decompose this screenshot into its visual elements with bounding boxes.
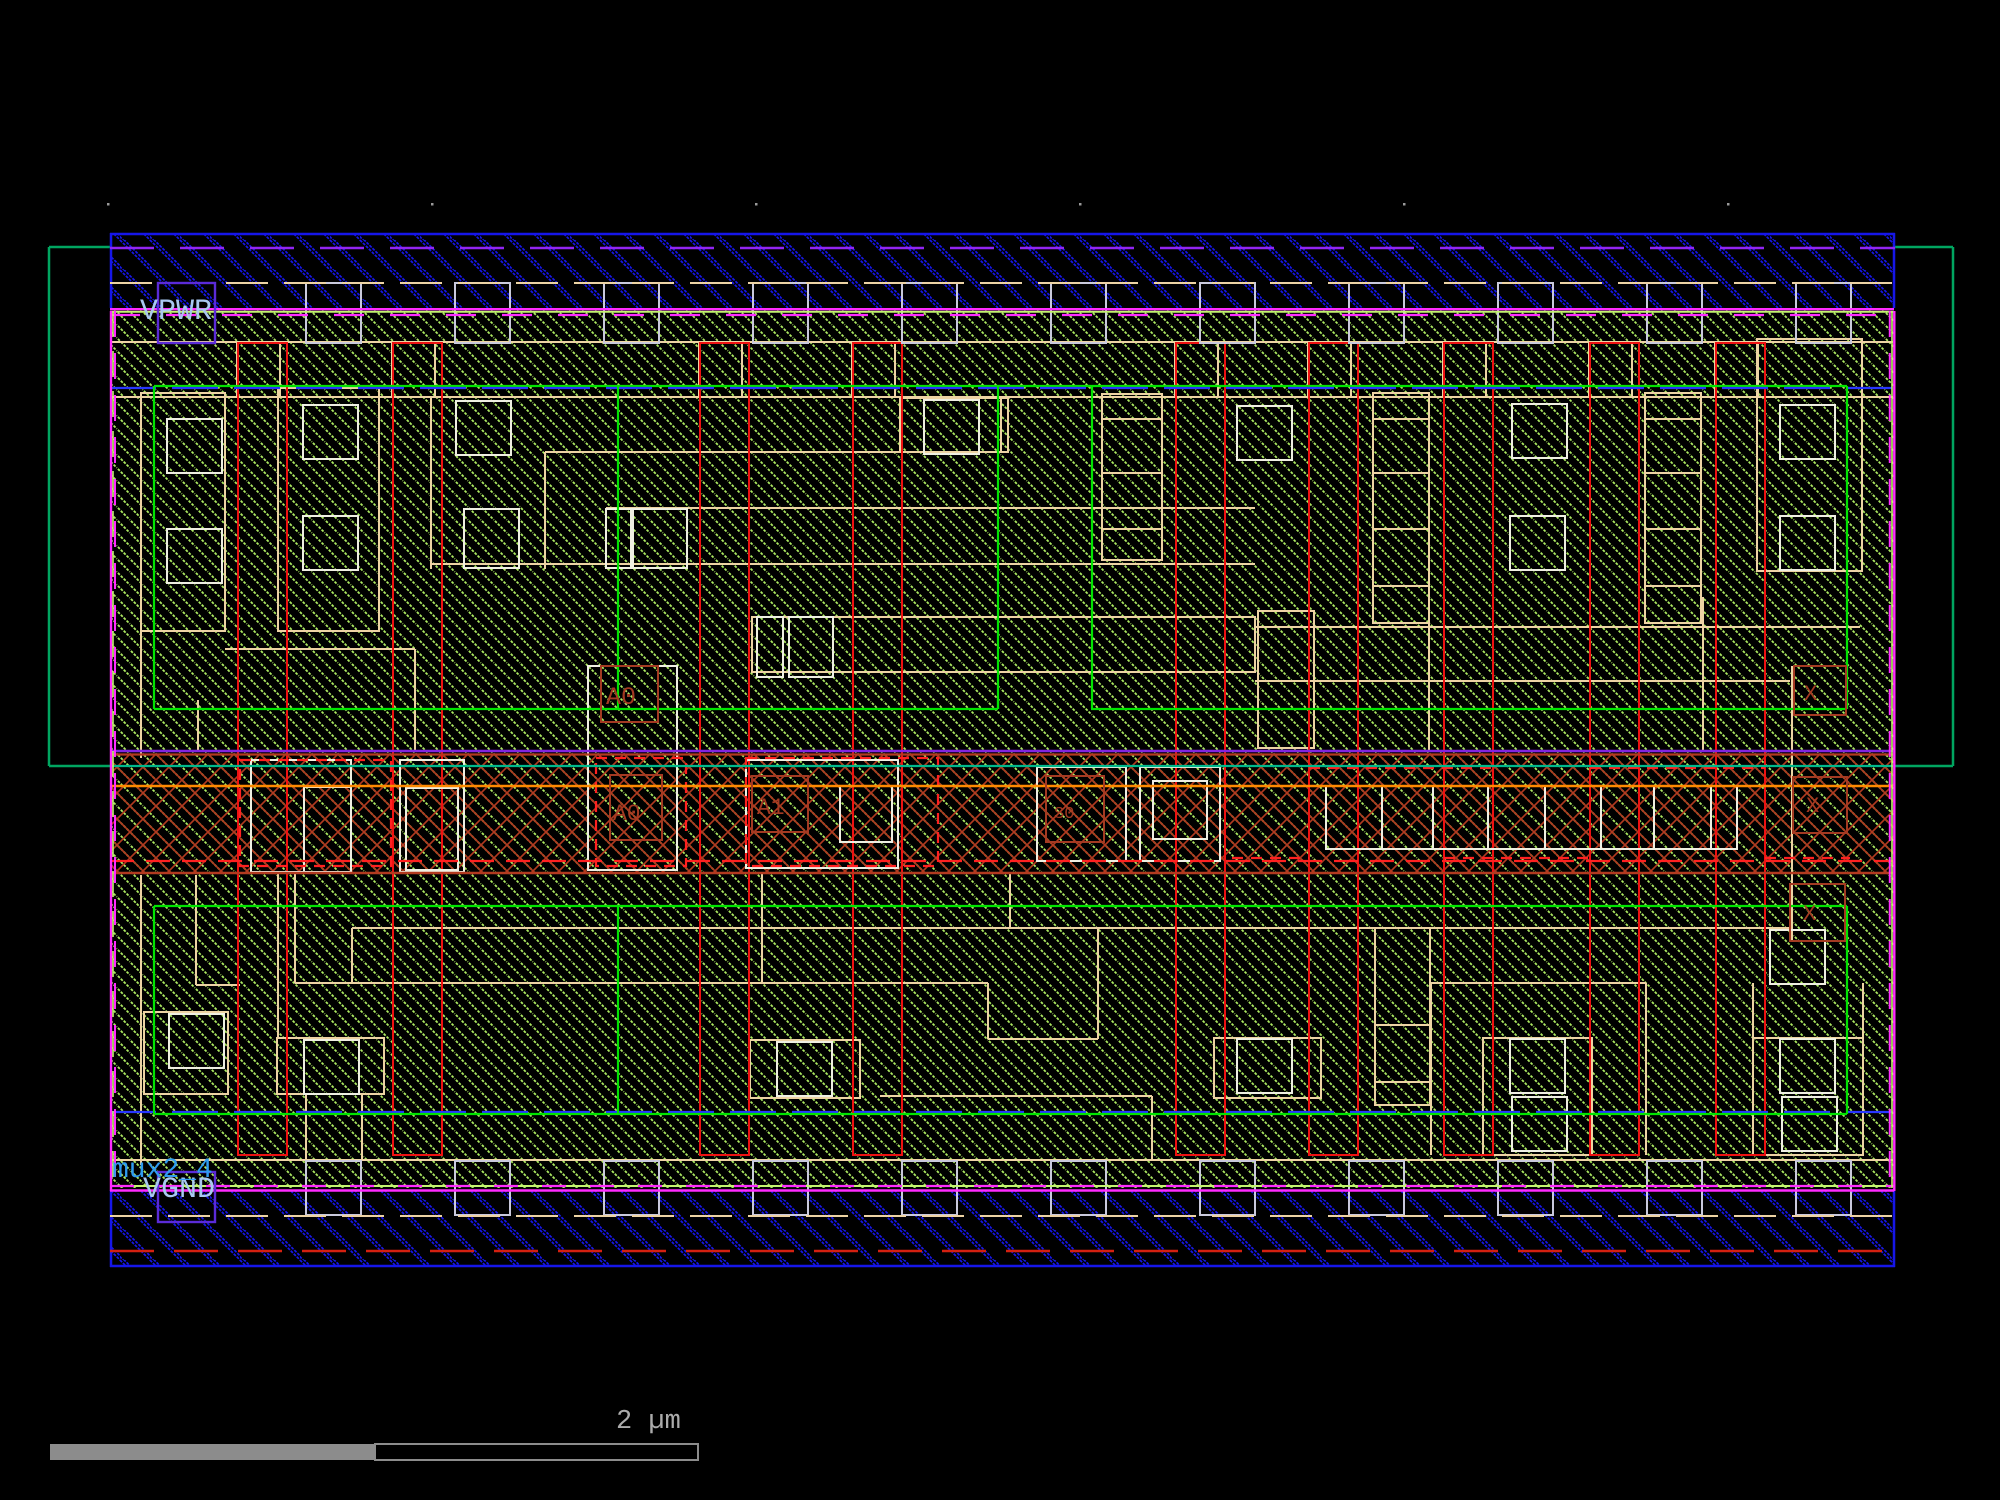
svg-text:S0: S0 (1054, 805, 1074, 824)
svg-text:VGND: VGND (143, 1173, 215, 1207)
svg-text:X: X (1803, 902, 1816, 927)
svg-text:mux2_4: mux2_4 (112, 1155, 213, 1186)
svg-text:A1: A1 (757, 795, 785, 821)
svg-text:VPWR: VPWR (140, 295, 212, 329)
svg-text:X: X (1804, 682, 1817, 707)
svg-text:2 µm: 2 µm (616, 1407, 681, 1437)
svg-text:A0: A0 (613, 801, 641, 827)
svg-text:A0: A0 (606, 683, 636, 712)
svg-text:X: X (1806, 794, 1819, 819)
